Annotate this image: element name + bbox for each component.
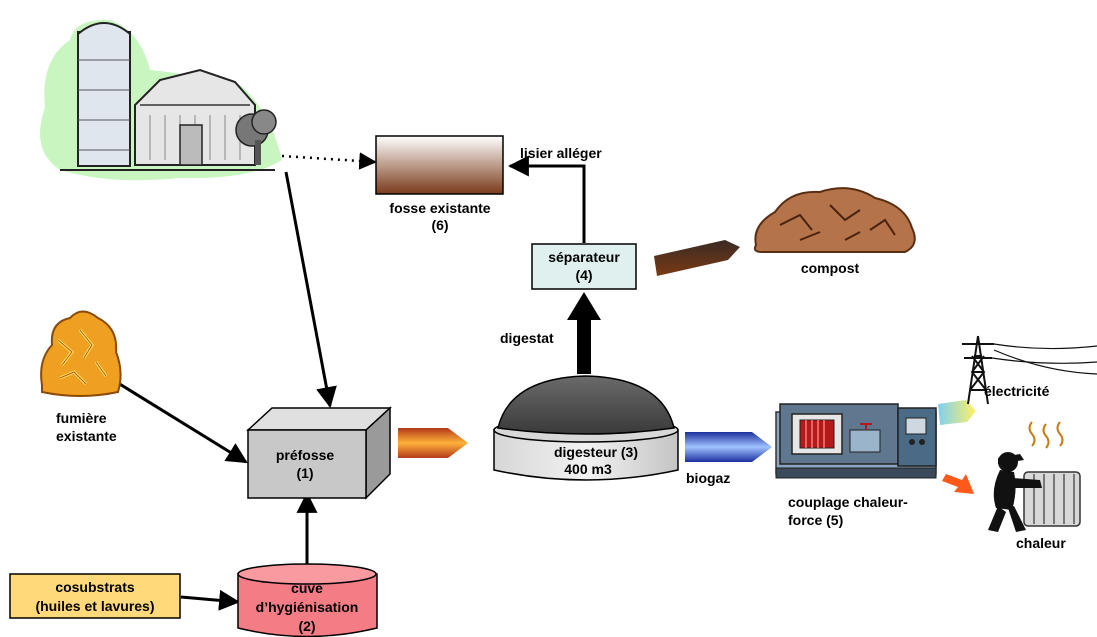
cosubstrats-label-1: cosubstrats bbox=[55, 579, 135, 595]
biogaz-label: biogaz bbox=[686, 470, 730, 486]
compost-pile bbox=[753, 187, 916, 253]
arrow-separateur-to-compost bbox=[654, 240, 740, 276]
fumiere-label-1: fumière bbox=[56, 410, 107, 426]
digesteur-tank bbox=[493, 375, 679, 481]
separateur-label-2: (4) bbox=[575, 267, 592, 283]
digesteur-label-1: digesteur (3) bbox=[554, 444, 638, 460]
separateur-label-1: séparateur bbox=[548, 249, 620, 265]
fumiere-label-2: existante bbox=[56, 428, 117, 444]
arrow-biogaz bbox=[685, 432, 772, 462]
farm-illustration bbox=[40, 19, 282, 181]
arrow-farm-to-prefosse bbox=[284, 171, 337, 409]
arrow-cosubstrats-to-cuve bbox=[180, 589, 241, 611]
silo bbox=[77, 31, 131, 167]
fosse-label-1: fosse existante bbox=[389, 200, 490, 216]
arrow-fumiere-to-prefosse bbox=[117, 381, 248, 464]
prefosse-box bbox=[246, 406, 392, 500]
cuve-cylinder bbox=[237, 563, 378, 637]
arrow-to-chaleur bbox=[942, 474, 974, 494]
digestat-label: digestat bbox=[500, 330, 554, 346]
lisier-label: lisier alléger bbox=[520, 145, 602, 161]
prefosse-label-2: (1) bbox=[296, 465, 313, 481]
power-pylon bbox=[962, 335, 1097, 405]
separateur-box bbox=[531, 243, 637, 290]
arrow-prefosse-to-digesteur bbox=[398, 428, 468, 458]
cuve-label-1: cuve bbox=[291, 580, 323, 596]
arrow-digestat bbox=[577, 318, 591, 374]
connectors bbox=[117, 152, 601, 611]
electricite-label: électricité bbox=[984, 383, 1050, 399]
cuve-label-2: d’hygiénisation bbox=[256, 599, 359, 615]
cosubstrats-label-2: (huiles et lavures) bbox=[35, 598, 154, 614]
fosse-label-2: (6) bbox=[431, 217, 448, 233]
compost-label: compost bbox=[801, 260, 860, 276]
arrow-farm-to-fosse bbox=[281, 152, 377, 170]
arrow-separateur-to-fosse bbox=[507, 155, 586, 243]
fumiere-pile bbox=[40, 310, 122, 397]
chp-unit bbox=[775, 403, 937, 479]
cosubstrats-box bbox=[9, 573, 181, 619]
arrow-to-electricite bbox=[938, 400, 976, 425]
couplage-label-1: couplage chaleur- bbox=[788, 494, 908, 510]
person-radiator bbox=[988, 421, 1081, 532]
fosse-box bbox=[375, 135, 504, 195]
prefosse-label-1: préfosse bbox=[276, 447, 335, 463]
digesteur-label-2: 400 m3 bbox=[564, 461, 612, 477]
couplage-label-2: force (5) bbox=[788, 512, 843, 528]
chaleur-label: chaleur bbox=[1016, 535, 1066, 551]
cuve-label-3: (2) bbox=[298, 618, 315, 634]
